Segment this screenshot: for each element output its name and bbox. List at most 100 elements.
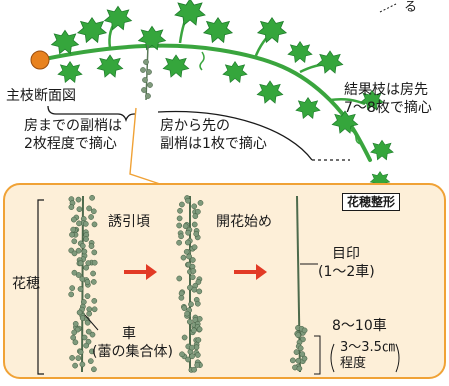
flower-bud xyxy=(196,288,203,295)
flower-bud xyxy=(79,243,86,249)
flower-bud xyxy=(69,285,76,291)
result-paren-right xyxy=(395,343,400,373)
flower-bud xyxy=(71,329,78,336)
flower-bud xyxy=(69,355,75,361)
flower-bud xyxy=(68,291,75,298)
flower-bud xyxy=(191,221,198,228)
result-bracket xyxy=(314,335,321,375)
flower-bud xyxy=(79,361,86,368)
flower-bud xyxy=(194,362,201,368)
flower-bud xyxy=(83,264,90,271)
vine-leaves xyxy=(51,0,394,189)
flower-bud xyxy=(183,248,190,255)
flower-bud xyxy=(71,238,78,245)
side-bracket xyxy=(37,199,44,375)
flower-bud xyxy=(71,250,78,257)
flower-bud xyxy=(297,345,304,352)
flower-bud xyxy=(181,305,188,311)
flower-bud xyxy=(295,332,301,338)
pinch-before-line2: 2枚程度で摘心 xyxy=(24,136,117,152)
flower-bud xyxy=(91,306,98,313)
flower-bud xyxy=(86,310,93,317)
flower-bud xyxy=(69,231,75,238)
flower-bud xyxy=(191,203,198,210)
flower-bud xyxy=(72,339,79,346)
fruiting-line1: 結果枝は房先 xyxy=(344,82,428,98)
flower-bud xyxy=(184,239,191,246)
flower-bud xyxy=(177,207,183,214)
flower-bud xyxy=(90,208,97,215)
result-paren-1: 3〜3.5㎝ xyxy=(340,340,395,355)
flower-bud xyxy=(184,310,190,317)
flower-bud xyxy=(89,194,95,201)
flower-bud xyxy=(80,299,87,305)
wheel-label-1: 車 xyxy=(122,326,136,342)
flower-bud xyxy=(176,239,182,246)
flower-bud xyxy=(190,268,197,274)
flower-bud xyxy=(82,221,89,227)
flower-bud xyxy=(191,327,197,334)
flower-bud xyxy=(81,334,88,341)
stage-label-1: 誘引頃 xyxy=(108,214,150,230)
bracket-before xyxy=(47,105,136,123)
flower-bud xyxy=(90,270,96,277)
flower-bud xyxy=(178,294,185,301)
wheel-label-2: (蕾の集合体) xyxy=(92,344,173,360)
section-circle xyxy=(30,50,50,70)
flower-bud xyxy=(196,326,203,333)
corner-text: る xyxy=(404,0,418,15)
flower-bud xyxy=(197,200,204,206)
flower-bud xyxy=(75,196,82,203)
flower-bud xyxy=(77,260,84,267)
mark-label-2: (1〜2車) xyxy=(318,264,375,280)
arrow-1 xyxy=(124,264,157,280)
flower-bud xyxy=(79,276,86,282)
flower-bud xyxy=(186,318,193,325)
flower-bud xyxy=(70,334,77,341)
cluster-3 xyxy=(289,195,308,373)
flower-bud xyxy=(180,254,187,261)
flower-bud xyxy=(88,243,95,249)
flower-bud xyxy=(189,257,196,263)
flower-bud xyxy=(188,301,194,308)
flower-bud xyxy=(83,342,90,349)
flower-bud xyxy=(192,213,199,220)
stage-label-2: 開花始め xyxy=(216,214,272,230)
flower-bud xyxy=(76,220,82,227)
flower-bud xyxy=(289,357,296,364)
flower-bud xyxy=(194,300,201,307)
flower-bud xyxy=(185,356,191,363)
flower-bud xyxy=(179,201,185,208)
pinch-before-line1: 房までの副梢は xyxy=(24,118,122,134)
flower-bud xyxy=(191,286,198,293)
panel-connector xyxy=(129,107,161,185)
side-label: 花穂 xyxy=(12,276,40,292)
flower-bud xyxy=(88,214,94,220)
flower-bud xyxy=(189,274,196,281)
flower-bud xyxy=(301,327,308,334)
flower-bud xyxy=(76,206,83,213)
flower-bud xyxy=(185,197,191,204)
flower-bud xyxy=(70,226,77,233)
flower-bud xyxy=(84,293,91,299)
wheel-pointer xyxy=(84,314,99,331)
flower-bud xyxy=(85,328,92,335)
flower-bud xyxy=(68,204,75,210)
flower-bud xyxy=(185,229,191,236)
top-cluster xyxy=(140,44,153,101)
flower-bud xyxy=(86,205,92,212)
flower-bud xyxy=(71,269,78,276)
flower-bud xyxy=(193,231,200,237)
flower-bud xyxy=(84,279,91,285)
flower-bud xyxy=(72,320,79,327)
flower-bud xyxy=(181,334,188,341)
flower-bud xyxy=(72,362,78,369)
panel-title: 花穂整形 xyxy=(342,193,401,211)
pinch-after-line1: 房から先の xyxy=(160,118,230,134)
flower-bud xyxy=(77,349,84,356)
flower-bud xyxy=(84,319,91,326)
flower-bud xyxy=(76,309,83,316)
mark-label-1: 目印 xyxy=(332,246,360,262)
